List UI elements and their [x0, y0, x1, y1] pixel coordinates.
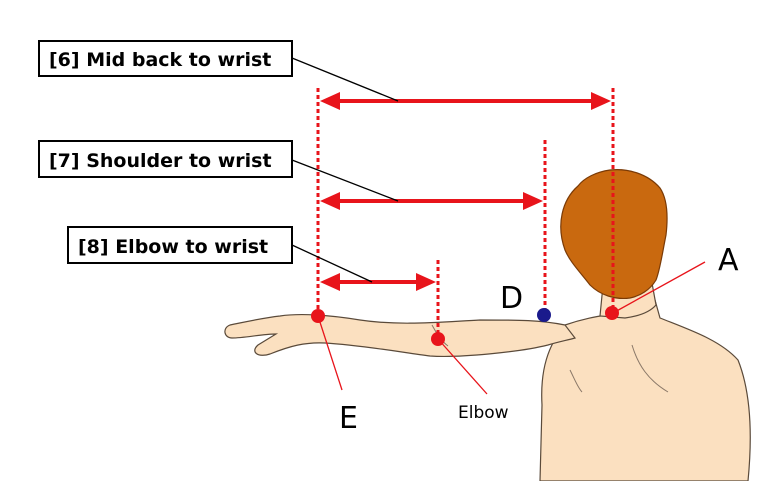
- point-a-marker: [605, 306, 619, 320]
- human-figure: [224, 169, 751, 481]
- leader-shoulder: [291, 159, 399, 202]
- leader-elbow-point: [437, 338, 488, 395]
- elbow-label: Elbow: [458, 403, 509, 423]
- leader-point-a: [612, 261, 706, 314]
- leader-point-e: [317, 315, 343, 391]
- point-e-marker: [311, 309, 325, 323]
- point-d-label: D: [500, 281, 523, 316]
- shoulder-blade-fold-right: [631, 344, 669, 393]
- label-elbow-to-wrist: [8] Elbow to wrist: [67, 226, 293, 264]
- hair: [560, 169, 668, 300]
- label-elbow-to-wrist-text: [8] Elbow to wrist: [78, 236, 268, 258]
- arrow-elbow-to-wrist: [320, 273, 436, 291]
- leader-mid-back: [291, 57, 399, 102]
- torso: [539, 299, 751, 481]
- arrow-shoulder-to-wrist: [320, 192, 543, 210]
- label-mid-back-to-wrist-text: [6] Mid back to wrist: [49, 49, 271, 71]
- label-shoulder-to-wrist: [7] Shoulder to wrist: [38, 140, 293, 178]
- shoulder-blade-fold-left: [569, 369, 583, 393]
- elbow-marker: [431, 332, 445, 346]
- point-e-label: E: [339, 401, 358, 436]
- leader-elbow: [291, 244, 373, 283]
- point-d-marker: [537, 308, 551, 322]
- label-mid-back-to-wrist: [6] Mid back to wrist: [38, 40, 293, 77]
- arrow-mid-back-to-wrist: [320, 92, 611, 110]
- arm: [224, 313, 577, 357]
- label-shoulder-to-wrist-text: [7] Shoulder to wrist: [49, 150, 272, 172]
- point-a-label: A: [718, 243, 739, 278]
